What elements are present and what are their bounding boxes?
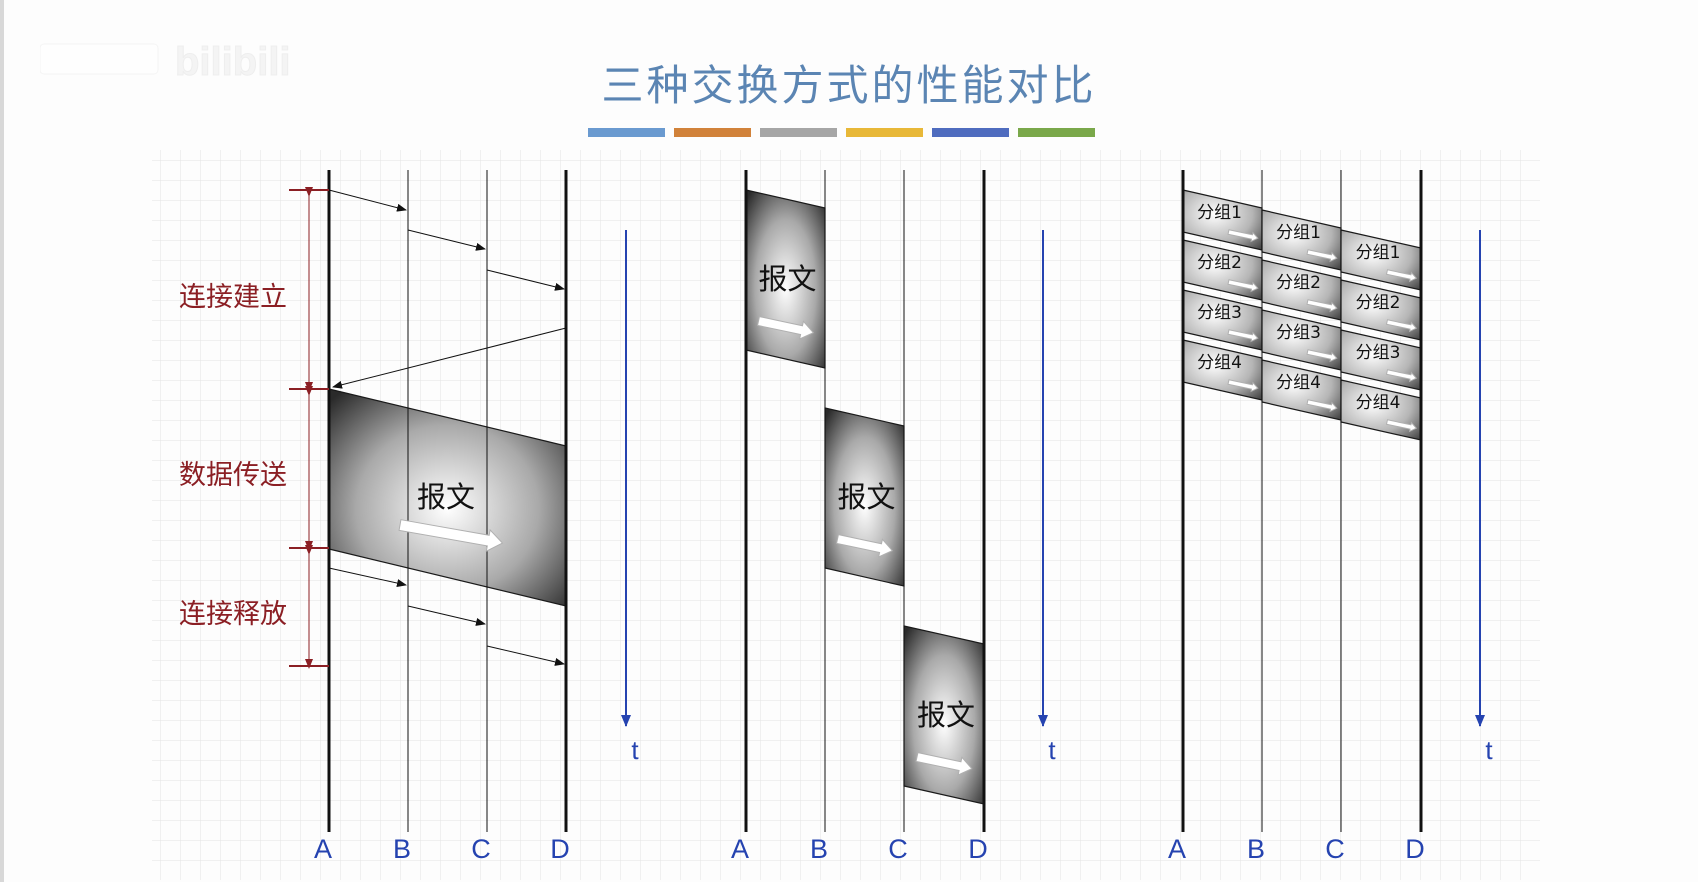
phase-label-transfer: 数据传送 [179,460,287,491]
packet-1-arrow-icon-hop-2 [1306,249,1338,263]
message-node-label-D: D [968,834,988,864]
packet-4-label-hop-3: 分组4 [1356,393,1401,413]
message-block-arrow-icon-hop-3-shape [915,752,973,776]
packet-4-arrow-icon-hop-1 [1227,379,1259,393]
packet-2-label-hop-3: 分组2 [1356,293,1401,313]
packet-4-label-hop-1: 分组4 [1197,353,1242,373]
message-node-label-A: A [731,834,749,864]
packet-3-label-hop-1: 分组3 [1197,303,1242,323]
packet-3-label-hop-3: 分组3 [1356,343,1401,363]
packet-3-label-hop-2: 分组3 [1276,323,1321,343]
color-bar-1 [588,128,665,137]
release-arrow-2 [407,605,486,626]
circuit-message-arrow-icon [398,519,504,553]
packet-3-arrow-icon-hop-3 [1385,369,1418,383]
packet-node-label-D: D [1405,834,1425,864]
packet-2-arrow-icon-hop-2-shape [1306,299,1338,313]
packet-node-label-A: A [1168,834,1186,864]
circuit-time-label: t [631,735,639,765]
packet-3-arrow-icon-hop-2 [1306,349,1338,363]
packet-1-label-hop-2: 分组1 [1276,223,1321,243]
packet-2-label-hop-1: 分组2 [1197,253,1242,273]
packet-3-arrow-icon-hop-1-shape [1227,329,1259,343]
packet-3-arrow-icon-hop-3-shape [1385,369,1418,383]
packet-4-arrow-icon-hop-3-shape [1385,419,1418,433]
packet-4-arrow-icon-hop-3 [1385,419,1418,433]
message-node-label-C: C [888,834,908,864]
packet-3-arrow-icon-hop-2-shape [1306,349,1338,363]
message-block-label-hop-1: 报文 [758,262,816,296]
packet-4-label-hop-2: 分组4 [1276,373,1321,393]
svg-text:bilibili: bilibili [175,40,291,84]
packet-1-label-hop-1: 分组1 [1197,203,1242,223]
packet-3-arrow-icon-hop-1 [1227,329,1259,343]
release-arrow-3 [486,645,565,666]
message-block-arrow-icon-hop-1 [756,316,815,340]
packet-2-label-hop-2: 分组2 [1276,273,1321,293]
message-time-label: t [1048,735,1056,765]
circuit-node-label-D: D [550,834,570,864]
phase-label-setup: 连接建立 [179,282,287,313]
packet-node-label-C: C [1325,834,1345,864]
message-block-label-hop-2: 报文 [837,480,895,514]
message-block-label-hop-3: 报文 [917,698,975,732]
packet-4-arrow-icon-hop-2 [1306,399,1338,413]
page-title: 三种交换方式的性能对比 [601,61,1097,110]
circuit-node-label-B: B [393,834,411,864]
circuit-node-label-A: A [314,834,332,864]
circuit-node-label-C: C [471,834,491,864]
color-bar-3 [760,128,837,137]
message-node-label-B: B [810,834,828,864]
packet-node-label-B: B [1247,834,1265,864]
color-bar-5 [932,128,1009,137]
release-arrow-1 [328,567,407,587]
packet-time-label: t [1485,735,1493,765]
packet-4-arrow-icon-hop-1-shape [1227,379,1259,393]
phase-label-release: 连接释放 [179,599,287,630]
packet-4-arrow-icon-hop-2-shape [1306,399,1338,413]
message-block-arrow-icon-hop-1-shape [756,316,815,340]
packet-2-arrow-icon-hop-3-shape [1385,319,1418,333]
setup-request-arrow-1 [328,189,407,212]
setup-request-arrow-3 [486,269,565,291]
color-bar-2 [674,128,751,137]
message-block-arrow-icon-hop-2 [835,534,894,558]
packet-2-arrow-icon-hop-1 [1227,279,1259,293]
color-bar-4 [846,128,923,137]
packet-1-arrow-icon-hop-1 [1227,229,1259,243]
color-bar-6 [1018,128,1095,137]
setup-confirm-arrow [332,327,567,389]
packet-1-arrow-icon-hop-2-shape [1306,249,1338,263]
packet-1-arrow-icon-hop-3-shape [1385,269,1418,283]
setup-request-arrow-2 [407,229,486,251]
slide-edge [0,0,4,882]
packet-1-arrow-icon-hop-3 [1385,269,1418,283]
circuit-message-label: 报文 [417,480,475,514]
circuit-message-arrow-icon-shape [398,519,504,553]
packet-1-arrow-icon-hop-1-shape [1227,229,1259,243]
packet-2-arrow-icon-hop-2 [1306,299,1338,313]
packet-2-arrow-icon-hop-3 [1385,319,1418,333]
packet-2-arrow-icon-hop-1-shape [1227,279,1259,293]
message-block-arrow-icon-hop-3 [915,752,973,776]
bilibili-watermark-icon: bilibili [40,40,291,85]
message-block-arrow-icon-hop-2-shape [835,534,894,558]
packet-1-label-hop-3: 分组1 [1356,243,1401,263]
